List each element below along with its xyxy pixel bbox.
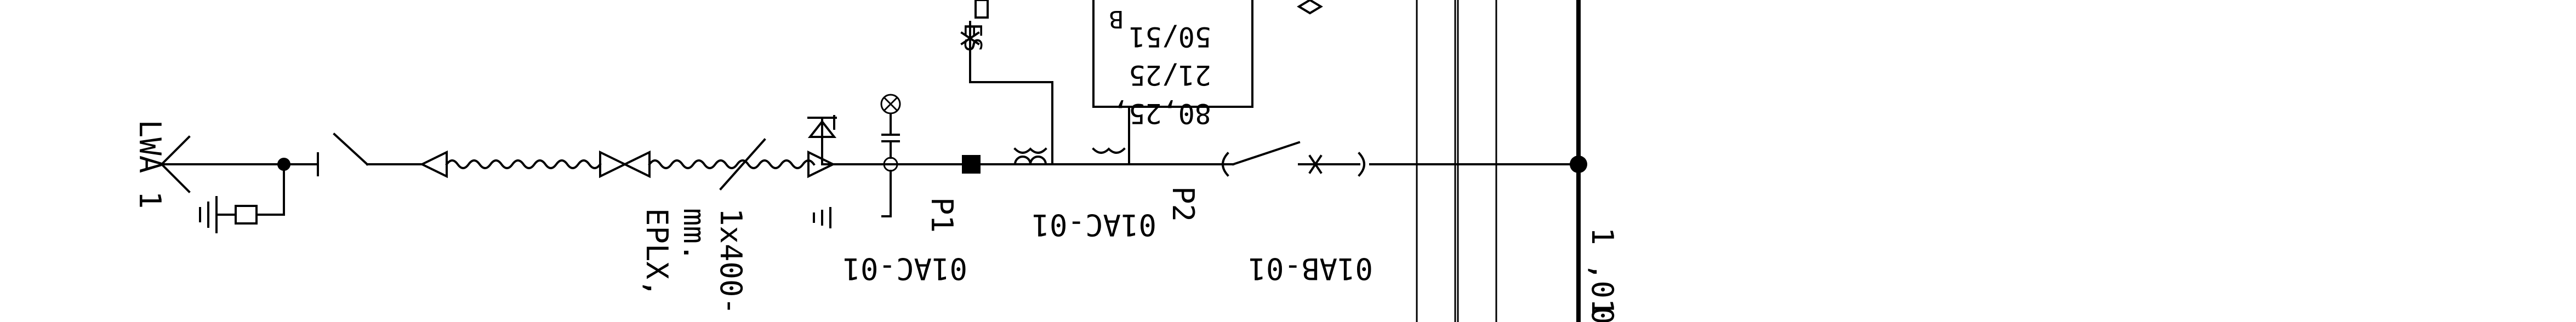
protection-relay-icon — [1092, 0, 1253, 108]
busbar — [1570, 0, 1587, 322]
panel-grid — [1416, 0, 1497, 322]
svg-text:50/51: 50/51 — [1129, 21, 1211, 53]
ct-ref-label-2: P2 — [1166, 186, 1200, 222]
cable-segment — [648, 138, 816, 191]
svg-text:0: 0 — [1585, 307, 1620, 322]
cable-spec-label-b: mm. — [677, 208, 711, 262]
svg-text:P1: P1 — [925, 197, 959, 233]
earth-switch-ref-label: ES — [959, 23, 987, 52]
current-transformer-icon — [1092, 106, 1130, 165]
svg-text:01AC-01: 01AC-01 — [1031, 208, 1156, 242]
svg-text:EPLX,: EPLX, — [640, 208, 674, 297]
relay-line-3: 50/51 — [1129, 21, 1211, 53]
cable-joint-icon — [599, 150, 651, 179]
arrow-icon — [160, 135, 191, 193]
ct-set-label-2: 01AC-01 — [1031, 208, 1156, 242]
feeder-ref-label: LWA 1 — [133, 120, 167, 209]
surge-arrester-icon — [807, 115, 837, 165]
svg-text:B: B — [1109, 5, 1124, 33]
current-transformer-icon — [969, 48, 1053, 166]
relay-line-2: 21/25 — [1129, 59, 1211, 91]
cable-termination-icon — [807, 150, 836, 179]
earth-icon — [813, 207, 831, 228]
svg-text:01AB-01: 01AB-01 — [1248, 251, 1373, 286]
cable-segment — [445, 159, 602, 169]
svg-text:1x400-: 1x400- — [714, 208, 748, 315]
cable-termination-icon — [419, 150, 448, 179]
cable-spec-label-a: EPLX, — [640, 208, 674, 297]
relay-top-label: B — [1109, 5, 1124, 33]
voltage-indicator-icon — [880, 94, 901, 217]
svg-text:1 ,01: 1 ,01 — [1585, 227, 1620, 317]
cable-spec-label-c: 1x400- — [714, 208, 748, 315]
ct-set-label-1: 01AC-01 — [842, 251, 967, 286]
disconnector-icon — [317, 133, 369, 176]
bus-ref-label-2: 0 — [1585, 307, 1620, 322]
svg-text:mm.: mm. — [677, 208, 711, 262]
svg-text:80,25,: 80,25, — [1112, 97, 1211, 129]
earth-icon — [199, 163, 285, 233]
bus-ref-label: 1 ,01 — [1585, 227, 1620, 317]
circuit-breaker-icon — [1216, 141, 1365, 177]
ct-ref-label-1: P1 — [925, 197, 959, 233]
svg-text:P2: P2 — [1166, 186, 1200, 222]
svg-text:01AC-01: 01AC-01 — [842, 251, 967, 286]
interlock-icon — [1297, 0, 1323, 15]
svg-text:LWA 1: LWA 1 — [133, 120, 167, 209]
breaker-ref-label: 01AB-01 — [1248, 251, 1373, 286]
svg-text:ES: ES — [959, 23, 987, 52]
relay-line-1: 80,25, — [1112, 97, 1211, 129]
svg-text:21/25: 21/25 — [1129, 59, 1211, 91]
earth-switch-icon — [960, 0, 989, 50]
connection-square — [962, 155, 981, 174]
